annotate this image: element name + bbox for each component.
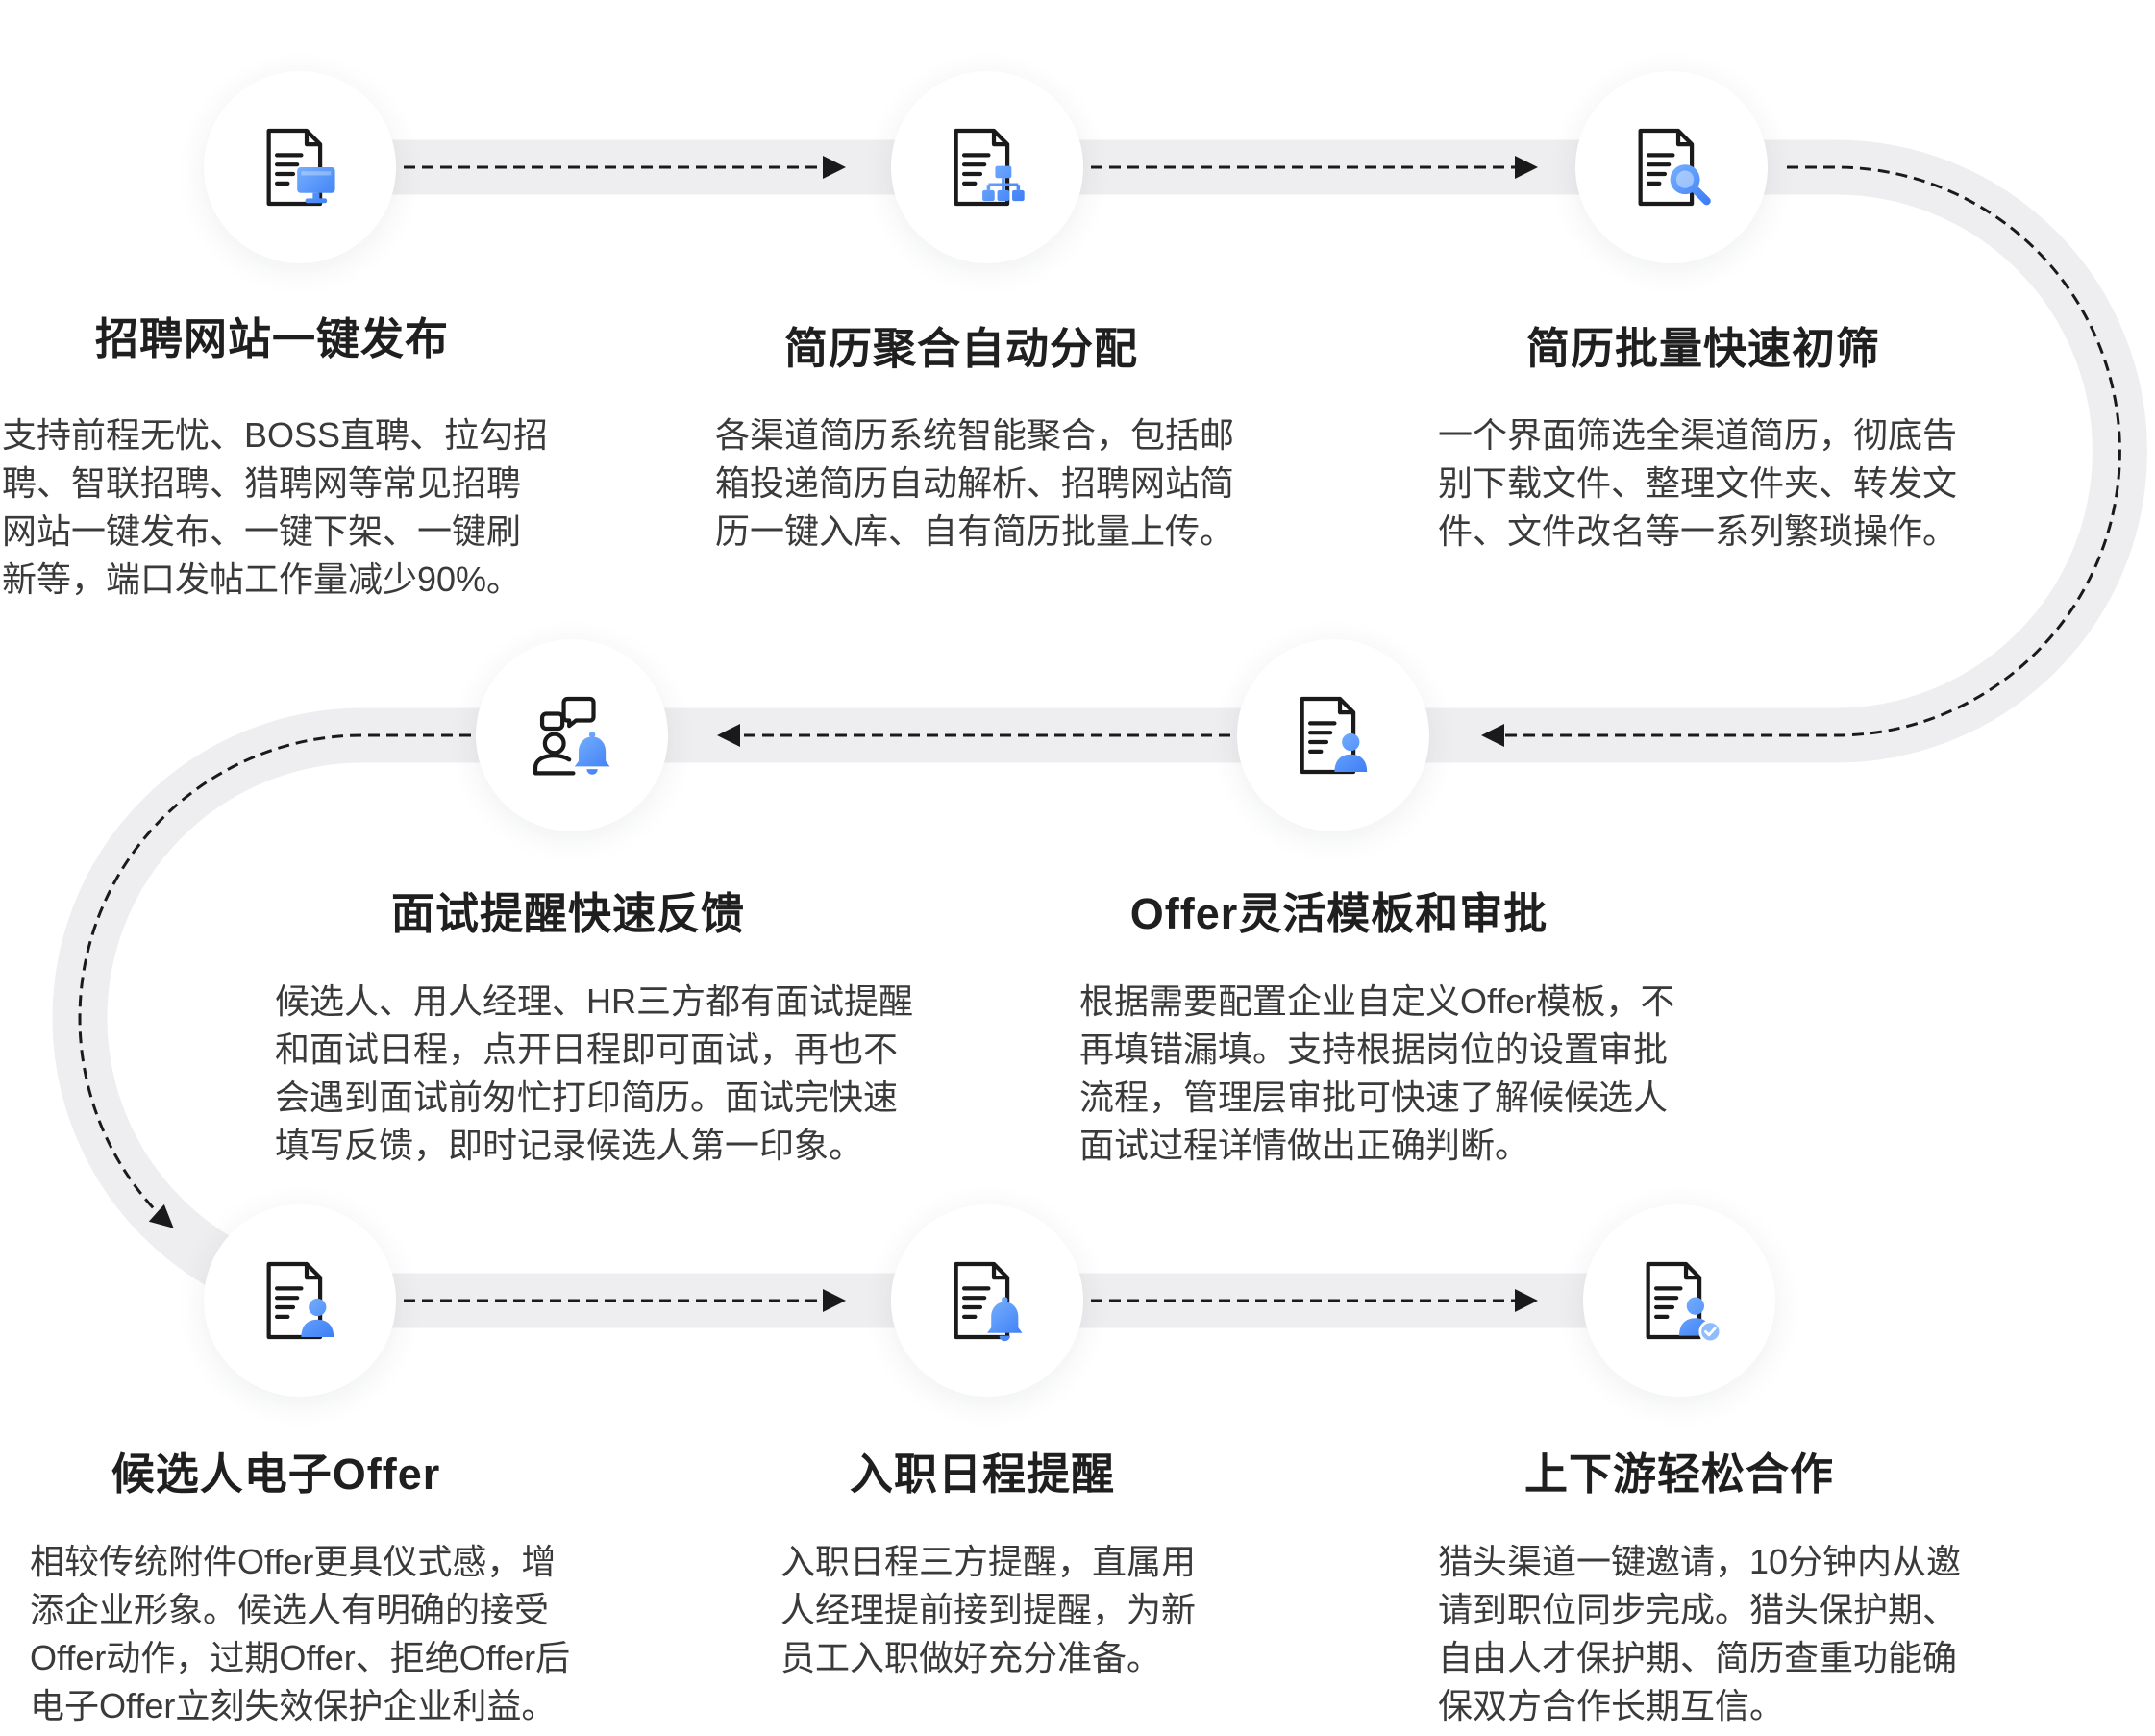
step-title: 入职日程提醒 bbox=[849, 1450, 1115, 1499]
step-title: 简历聚合自动分配 bbox=[783, 324, 1138, 373]
description-line: 各渠道简历系统智能聚合，包括邮 bbox=[715, 415, 1235, 455]
step-description: 根据需要配置企业自定义Offer模板，不 再填错漏填。支持根据岗位的设置审批 流… bbox=[1079, 978, 1674, 1170]
description-line: 历一键入库、自有简历批量上传。 bbox=[715, 511, 1235, 551]
description-line: 面试过程详情做出正确判断。 bbox=[1079, 1126, 1530, 1165]
description-line: 箱投递简历自动解析、招聘网站简 bbox=[715, 463, 1235, 503]
description-line: 会遇到面试前匆忙打印简历。面试完快速 bbox=[275, 1078, 899, 1117]
description-line: 人经理提前接到提醒，为新 bbox=[780, 1590, 1197, 1629]
arrow-head bbox=[1515, 156, 1538, 179]
description-line: 一个界面筛选全渠道简历，彻底告 bbox=[1438, 415, 1958, 455]
chat-person-bell-icon bbox=[533, 696, 610, 776]
step-description: 猎头渠道一键邀请，10分钟内从邀 请到职位同步完成。猎头保护期、 自由人才保护期… bbox=[1438, 1538, 1961, 1730]
description-line: 入职日程三方提醒，直属用 bbox=[780, 1542, 1197, 1581]
document-bell-icon bbox=[954, 1261, 1023, 1342]
step-title: 简历批量快速初筛 bbox=[1525, 324, 1880, 373]
step-circle bbox=[476, 639, 668, 831]
description-line: 支持前程无忧、BOSS直聘、拉勾招 bbox=[2, 415, 549, 455]
arrow-head bbox=[148, 1203, 174, 1228]
document-person-icon bbox=[1300, 696, 1368, 775]
description-line: 别下载文件、整理文件夹、转发文 bbox=[1438, 463, 1958, 503]
connector-line bbox=[78, 733, 471, 1214]
step-description: 相较传统附件Offer更具仪式感，增 添企业形象。候选人有明确的接受 Offer… bbox=[30, 1538, 570, 1730]
step-circle bbox=[1575, 71, 1768, 263]
step-description: 入职日程三方提醒，直属用 人经理提前接到提醒，为新 员工入职做好充分准备。 bbox=[780, 1538, 1196, 1682]
description-line: 网站一键发布、一键下架、一键刷 bbox=[2, 511, 522, 551]
step-title: 候选人电子Offer bbox=[111, 1450, 441, 1499]
step-circle bbox=[204, 1204, 396, 1397]
document-sitemap-icon bbox=[954, 128, 1025, 207]
description-line: 员工入职做好充分准备。 bbox=[780, 1638, 1162, 1677]
step-circle bbox=[891, 1204, 1083, 1397]
step-circle bbox=[891, 71, 1083, 263]
document-person-icon bbox=[266, 1261, 334, 1340]
step-title: Offer灵活模板和审批 bbox=[1129, 889, 1548, 938]
step-description: 各渠道简历系统智能聚合，包括邮 箱投递简历自动解析、招聘网站简 历一键入库、自有… bbox=[715, 411, 1234, 556]
description-line: 添企业形象。候选人有明确的接受 bbox=[30, 1590, 550, 1629]
document-person-check-icon bbox=[1646, 1261, 1722, 1344]
arrow-head bbox=[1515, 1289, 1538, 1312]
flow-connectors bbox=[78, 156, 2121, 1312]
step-title: 招聘网站一键发布 bbox=[94, 314, 449, 363]
arrow-head bbox=[823, 1289, 846, 1312]
description-line: 根据需要配置企业自定义Offer模板，不 bbox=[1079, 981, 1675, 1021]
step-title: 上下游轻松合作 bbox=[1523, 1450, 1834, 1499]
step-circle bbox=[1237, 639, 1429, 831]
step-title: 面试提醒快速反馈 bbox=[390, 889, 745, 938]
step-description: 支持前程无忧、BOSS直聘、拉勾招 聘、智联招聘、猎聘网等常见招聘 网站一键发布… bbox=[2, 411, 548, 604]
description-line: 和面试日程，点开日程即可面试，再也不 bbox=[275, 1029, 899, 1069]
description-line: 保双方合作长期互信。 bbox=[1438, 1686, 1785, 1725]
description-line: 填写反馈，即时记录候选人第一印象。 bbox=[275, 1126, 864, 1165]
description-line: 相较传统附件Offer更具仪式感，增 bbox=[30, 1542, 557, 1581]
arrow-head bbox=[717, 724, 740, 747]
step-circle bbox=[1583, 1204, 1775, 1397]
step-description: 一个界面筛选全渠道简历，彻底告 别下载文件、整理文件夹、转发文 件、文件改名等一… bbox=[1438, 411, 1957, 556]
description-line: 流程，管理层审批可快速了解候候选人 bbox=[1079, 1078, 1669, 1117]
document-monitor-icon bbox=[266, 128, 335, 207]
description-line: 件、文件改名等一系列繁琐操作。 bbox=[1438, 511, 1958, 551]
description-line: 猎头渠道一键邀请，10分钟内从邀 bbox=[1438, 1542, 1962, 1581]
description-line: 再填错漏填。支持根据岗位的设置审批 bbox=[1079, 1029, 1669, 1069]
description-line: 候选人、用人经理、HR三方都有面试提醒 bbox=[275, 981, 913, 1021]
description-line: 自由人才保护期、简历查重功能确 bbox=[1438, 1638, 1958, 1677]
document-search-icon bbox=[1638, 128, 1711, 207]
arrow-head bbox=[823, 156, 846, 179]
description-line: 聘、智联招聘、猎聘网等常见招聘 bbox=[2, 463, 522, 503]
connector-line bbox=[1504, 165, 2121, 737]
description-line: 请到职位同步完成。猎头保护期、 bbox=[1438, 1590, 1958, 1629]
arrow-head bbox=[1481, 724, 1504, 747]
description-line: Offer动作，过期Offer、拒绝Offer后 bbox=[30, 1638, 571, 1677]
step-circle bbox=[204, 71, 396, 263]
description-line: 电子Offer立刻失效保护企业利益。 bbox=[30, 1686, 557, 1725]
description-line: 新等，端口发帖工作量减少90%。 bbox=[2, 559, 522, 599]
step-description: 候选人、用人经理、HR三方都有面试提醒 和面试日程，点开日程即可面试，再也不 会… bbox=[275, 978, 913, 1170]
